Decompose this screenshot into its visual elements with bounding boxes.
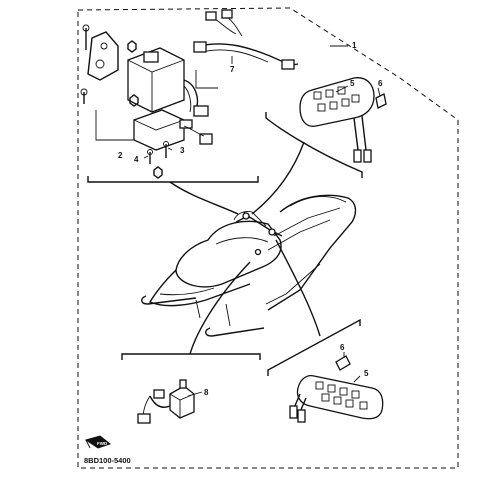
grip-heater-left (289, 355, 384, 423)
part-code: 8BD100-5400 (84, 456, 131, 465)
snowmobile-body (141, 194, 357, 337)
callout-5-lower: 5 (364, 369, 369, 378)
kit-boundary (77, 7, 459, 469)
control-box-assembly (80, 24, 213, 179)
callout-6-upper: 6 (378, 79, 383, 88)
callout-1: 1 (352, 41, 357, 50)
callout-leaders (143, 45, 381, 397)
callout-4: 4 (134, 155, 139, 164)
callout-7: 7 (230, 65, 235, 74)
grip-heater-right (299, 77, 387, 163)
callout-3: 3 (180, 146, 185, 155)
callout-2: 2 (118, 151, 123, 160)
wire-harness (193, 9, 299, 89)
fwd-label: FWD (97, 441, 108, 446)
callout-5-upper: 5 (350, 79, 355, 88)
switch-assembly (137, 379, 195, 424)
fwd-arrow-icon (84, 435, 112, 449)
callout-8: 8 (204, 388, 209, 397)
detail-frames (87, 112, 363, 376)
callout-6-lower: 6 (340, 343, 345, 352)
